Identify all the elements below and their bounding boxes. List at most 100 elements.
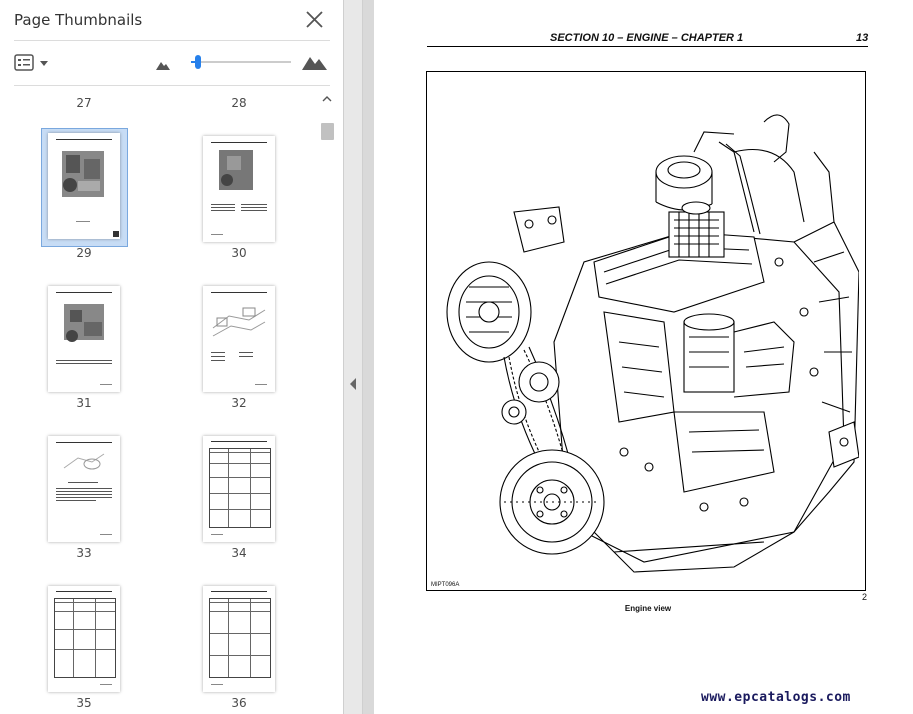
thumb-text	[211, 356, 225, 357]
thumb-col	[250, 449, 251, 527]
thumb-text	[239, 352, 253, 353]
figure-code: MIPT096A	[431, 582, 460, 588]
thumb-row	[55, 649, 115, 650]
thumb-row	[55, 611, 115, 612]
thumb-col	[95, 599, 96, 677]
thumb-text	[211, 360, 225, 361]
thumb-footer	[100, 384, 112, 385]
document-page: SECTION 10 – ENGINE – CHAPTER 1 13	[374, 0, 913, 714]
thumb-caption	[76, 221, 90, 222]
thumb-row	[210, 602, 270, 603]
engine-illustration	[446, 114, 859, 573]
page-thumbnails-panel: Page Thumbnails 27 28	[0, 0, 344, 714]
thumbnail-options-icon[interactable]	[14, 52, 54, 74]
thumbnail-table	[54, 598, 116, 678]
figure-frame: MIPT096A	[426, 71, 866, 591]
thumb-col	[228, 449, 229, 527]
thumbnail-page-35[interactable]	[48, 586, 120, 692]
thumb-footer	[100, 684, 112, 685]
thumb-text	[56, 363, 112, 364]
thumb-row	[210, 633, 270, 634]
collapse-panel-icon[interactable]	[349, 378, 357, 390]
thumbnail-page-32[interactable]	[203, 286, 275, 392]
thumbnail-diagram-image	[63, 453, 105, 470]
thumb-text	[241, 210, 267, 211]
page-number: 35	[76, 696, 92, 710]
figure-caption: Engine view	[624, 604, 672, 613]
thumb-col	[73, 599, 74, 677]
thumb-rule	[56, 442, 112, 443]
thumb-rule	[211, 441, 267, 442]
thumb-text	[211, 204, 235, 205]
thumb-row	[210, 655, 270, 656]
figure-number: 2	[862, 592, 868, 602]
thumb-rule	[56, 591, 112, 592]
scroll-up-icon[interactable]	[322, 94, 332, 104]
thumbnail-scrollbar[interactable]	[320, 92, 334, 714]
thumbnail-table	[209, 598, 271, 678]
page-header: SECTION 10 – ENGINE – CHAPTER 1	[550, 32, 744, 44]
panel-splitter[interactable]	[344, 0, 363, 714]
divider	[14, 85, 330, 86]
thumb-text	[241, 207, 267, 208]
thumb-row	[210, 611, 270, 612]
page-number: 29	[76, 246, 92, 260]
thumb-footer	[211, 534, 223, 535]
thumbnail-page-34[interactable]	[203, 436, 275, 542]
thumbnail-page-36[interactable]	[203, 586, 275, 692]
thumb-footer	[211, 234, 223, 235]
close-icon[interactable]	[302, 8, 326, 32]
thumb-rule	[211, 292, 267, 293]
thumbnail-engine-image	[219, 150, 253, 190]
thumbnail-page-31[interactable]	[48, 286, 120, 392]
thumb-text	[56, 360, 112, 361]
thumb-rule	[56, 292, 112, 293]
page-number: 13	[856, 32, 869, 44]
thumb-footer	[255, 384, 267, 385]
thumb-rule	[211, 142, 267, 143]
slider-fill	[191, 61, 196, 63]
thumb-text	[56, 494, 112, 495]
thumb-rule	[211, 591, 267, 592]
thumb-text	[211, 207, 235, 208]
page-number: 32	[231, 396, 247, 410]
thumb-text	[56, 488, 112, 489]
page-number: 34	[231, 546, 247, 560]
thumbnail-size-slider[interactable]	[187, 54, 291, 72]
watermark: www.epcatalogs.com	[701, 690, 851, 705]
page-number: 33	[76, 546, 92, 560]
thumb-col	[228, 599, 229, 677]
thumb-text	[211, 352, 225, 353]
scrollbar-thumb[interactable]	[321, 123, 334, 140]
small-mountain-icon[interactable]	[156, 60, 170, 70]
thumbnail-engine-image	[62, 151, 104, 197]
page-number: 30	[231, 246, 247, 260]
page-number: 36	[231, 696, 247, 710]
thumb-text	[239, 356, 253, 357]
thumbnail-page-33[interactable]	[48, 436, 120, 542]
thumb-footer	[211, 684, 223, 685]
page-number: 31	[76, 396, 92, 410]
header-rule	[427, 46, 868, 47]
thumb-row	[210, 452, 270, 453]
slider-track	[191, 61, 291, 63]
thumb-mark	[113, 231, 119, 237]
panel-title: Page Thumbnails	[14, 11, 143, 29]
thumbnail-diagram-image	[212, 307, 266, 337]
slider-handle[interactable]	[195, 55, 201, 69]
thumbnail-list: 27 28	[14, 88, 320, 714]
thumb-text	[56, 497, 112, 498]
page-number: 27	[76, 96, 92, 110]
large-mountain-icon[interactable]	[302, 54, 327, 70]
divider	[14, 40, 330, 41]
thumb-text	[56, 500, 96, 501]
thumb-row	[55, 629, 115, 630]
thumbnail-table	[209, 448, 271, 528]
thumb-row	[210, 463, 270, 464]
thumbnail-page-29[interactable]	[48, 133, 120, 239]
thumb-rule	[56, 139, 112, 140]
thumb-col	[250, 599, 251, 677]
thumb-text	[68, 482, 98, 483]
thumb-row	[210, 477, 270, 478]
thumbnail-page-30[interactable]	[203, 136, 275, 242]
